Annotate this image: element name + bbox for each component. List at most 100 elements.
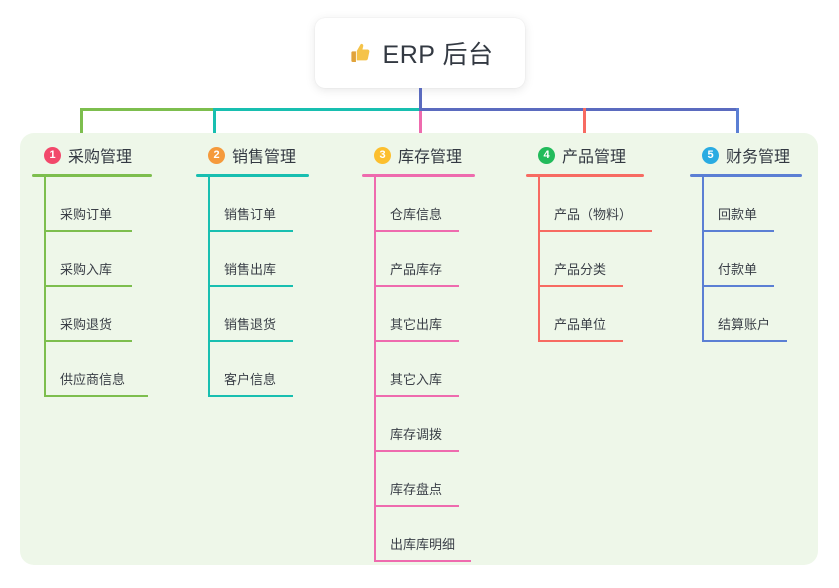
branch-title: 销售管理 [232, 149, 297, 166]
branch-column-4: 4 产品管理产品（物料） 产品分类产品单位 [526, 143, 652, 342]
branch-number-badge: 4 [538, 146, 555, 164]
leaf-item-label: 销售退货 [224, 317, 277, 332]
leaf-item-rule [374, 560, 471, 562]
leaf-item[interactable]: 仓库信息 [362, 177, 475, 232]
branch-header-rule [362, 174, 475, 177]
leaf-item[interactable]: 销售出库 [196, 232, 309, 287]
leaf-item-label: 供应商信息 [60, 372, 126, 387]
leaf-item-rule [702, 285, 774, 287]
leaf-item-rule [374, 450, 459, 452]
branch-header-4[interactable]: 4 产品管理 [526, 143, 644, 167]
leaf-item[interactable]: 销售退货 [196, 287, 309, 342]
branch-header-rule [196, 174, 309, 177]
leaf-item-label: 其它入库 [390, 372, 443, 387]
leaf-item[interactable]: 产品（物料） [526, 177, 652, 232]
leaf-item[interactable]: 回款单 [690, 177, 802, 232]
leaf-item-label: 产品分类 [554, 262, 607, 277]
branch-spine [538, 177, 540, 342]
leaf-item[interactable]: 付款单 [690, 232, 802, 287]
leaf-item-label: 库存调拨 [390, 427, 443, 442]
branch-header-5[interactable]: 5 财务管理 [690, 143, 802, 167]
branch-items: 产品（物料） 产品分类产品单位 [526, 177, 652, 342]
branch-items: 采购订单采购入库采购退货供应商信息 [32, 177, 152, 397]
leaf-item-label: 仓库信息 [390, 207, 443, 222]
connector-drop-column-3 [419, 111, 422, 146]
connector-bar-segment-blue [420, 108, 738, 111]
leaf-item-rule [538, 285, 623, 287]
leaf-item[interactable]: 采购订单 [32, 177, 152, 232]
leaf-item[interactable]: 采购退货 [32, 287, 152, 342]
branch-header-rule [32, 174, 152, 177]
branch-number-badge: 3 [374, 146, 391, 164]
branch-header-rule [690, 174, 802, 177]
branch-number-badge: 2 [208, 146, 225, 164]
leaf-item-label: 产品（物料） [554, 207, 633, 222]
leaf-item-label: 出库库明细 [390, 537, 456, 552]
root-node-card[interactable]: ERP 后台 [315, 18, 525, 88]
leaf-item[interactable]: 其它入库 [362, 342, 475, 397]
diagram-panel [20, 133, 818, 565]
branch-number-badge: 5 [702, 146, 719, 164]
connector-drop-column-1 [80, 108, 83, 146]
leaf-item-rule [374, 340, 459, 342]
connector-drop-column-2 [213, 108, 216, 146]
leaf-item[interactable]: 产品库存 [362, 232, 475, 287]
branch-header-rule [526, 174, 644, 177]
branch-title: 采购管理 [68, 149, 133, 166]
branch-items: 销售订单销售出库销售退货客户信息 [196, 177, 309, 397]
leaf-item-label: 客户信息 [224, 372, 277, 387]
leaf-item[interactable]: 其它出库 [362, 287, 475, 342]
branch-spine [374, 177, 376, 562]
leaf-item-label: 其它出库 [390, 317, 443, 332]
branch-header-2[interactable]: 2 销售管理 [196, 143, 309, 167]
leaf-item-label: 产品单位 [554, 317, 607, 332]
connector-drop-column-4 [583, 108, 586, 146]
leaf-item-rule [702, 230, 774, 232]
connector-root-stem [419, 88, 422, 108]
leaf-item-rule [374, 505, 459, 507]
branch-column-5: 5 财务管理回款单付款单结算账户 [690, 143, 802, 342]
branch-spine [208, 177, 210, 397]
branch-number-badge: 1 [44, 146, 61, 164]
leaf-item-rule [208, 340, 293, 342]
leaf-item-label: 采购入库 [60, 262, 113, 277]
connector-bar-segment-green [80, 108, 214, 111]
leaf-item-label: 库存盘点 [390, 482, 443, 497]
leaf-item[interactable]: 客户信息 [196, 342, 309, 397]
leaf-item-label: 采购退货 [60, 317, 113, 332]
leaf-item[interactable]: 销售订单 [196, 177, 309, 232]
leaf-item[interactable]: 出库库明细 [362, 507, 475, 562]
leaf-item-rule [374, 395, 459, 397]
leaf-item[interactable]: 库存调拨 [362, 397, 475, 452]
leaf-item-rule [208, 395, 293, 397]
leaf-item-rule [44, 230, 132, 232]
branch-title: 财务管理 [726, 149, 791, 166]
leaf-item[interactable]: 供应商信息 [32, 342, 152, 397]
branch-title: 产品管理 [562, 149, 627, 166]
branch-header-1[interactable]: 1 采购管理 [32, 143, 152, 167]
thumbs-up-icon [347, 40, 373, 66]
leaf-item-label: 回款单 [718, 207, 758, 222]
connector-drop-column-5 [736, 108, 739, 146]
root-node-title: ERP 后台 [382, 41, 494, 69]
leaf-item-rule [374, 230, 459, 232]
connector-stem-center-cross [419, 108, 422, 111]
leaf-item[interactable]: 采购入库 [32, 232, 152, 287]
leaf-item-label: 采购订单 [60, 207, 113, 222]
leaf-item[interactable]: 结算账户 [690, 287, 802, 342]
leaf-item-rule [538, 340, 623, 342]
leaf-item-rule [374, 285, 459, 287]
leaf-item[interactable]: 库存盘点 [362, 452, 475, 507]
leaf-item-label: 产品库存 [390, 262, 443, 277]
leaf-item[interactable]: 产品单位 [526, 287, 644, 342]
branch-column-1: 1 采购管理采购订单采购入库采购退货供应商信息 [32, 143, 152, 397]
leaf-item-rule [208, 230, 293, 232]
leaf-item-label: 结算账户 [718, 317, 771, 332]
branch-items: 仓库信息产品库存其它出库其它入库库存调拨库存盘点出库库明细 [362, 177, 475, 562]
leaf-item[interactable]: 产品分类 [526, 232, 644, 287]
leaf-item-rule [538, 230, 652, 232]
leaf-item-label: 销售订单 [224, 207, 277, 222]
